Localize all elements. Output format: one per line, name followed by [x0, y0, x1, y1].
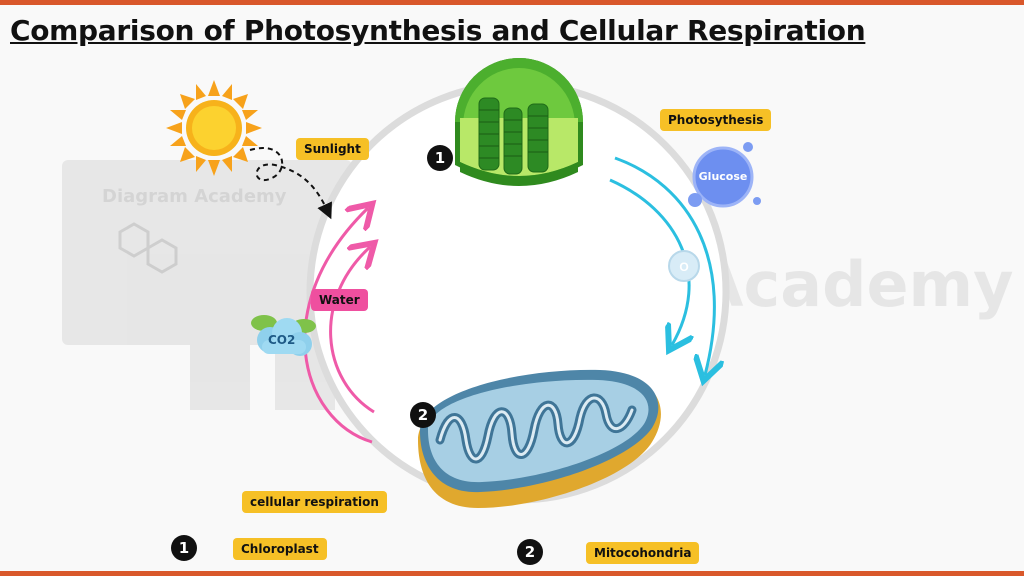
watermark-small-text: Diagram Academy	[102, 186, 287, 207]
water-label: Water	[311, 289, 368, 311]
legend-number-2: 2	[517, 539, 543, 565]
co2-cloud-icon	[251, 315, 316, 356]
sunlight-arrow	[249, 147, 332, 220]
cellular-respiration-label: cellular respiration	[242, 491, 387, 513]
water-arrow-inner	[329, 247, 374, 414]
glucose-arrow-outer	[614, 156, 714, 375]
oxygen-bubble-icon: O	[668, 250, 700, 282]
photosynthesis-label: Photosythesis	[660, 109, 772, 131]
chloroplast-marker: 1	[427, 145, 453, 171]
sun-icon	[166, 80, 262, 176]
mitochondria-icon	[418, 369, 661, 508]
legend-number-1: 1	[171, 535, 197, 561]
glucose-label: Glucose	[698, 170, 748, 183]
legend-label-chloroplast: Chloroplast	[233, 538, 327, 560]
co2-label: CO2	[268, 333, 296, 347]
mitochondria-marker: 2	[410, 402, 436, 428]
glucose-arrow-inner	[609, 178, 689, 345]
sunlight-label: Sunlight	[296, 138, 369, 160]
chloroplast-icon	[455, 58, 583, 186]
svg-text:O: O	[679, 260, 688, 274]
legend-label-mitochondria: Mitocohondria	[586, 542, 700, 564]
page-title: Comparison of Photosynthesis and Cellula…	[10, 14, 866, 47]
glucose-bubble-icon	[688, 142, 761, 208]
